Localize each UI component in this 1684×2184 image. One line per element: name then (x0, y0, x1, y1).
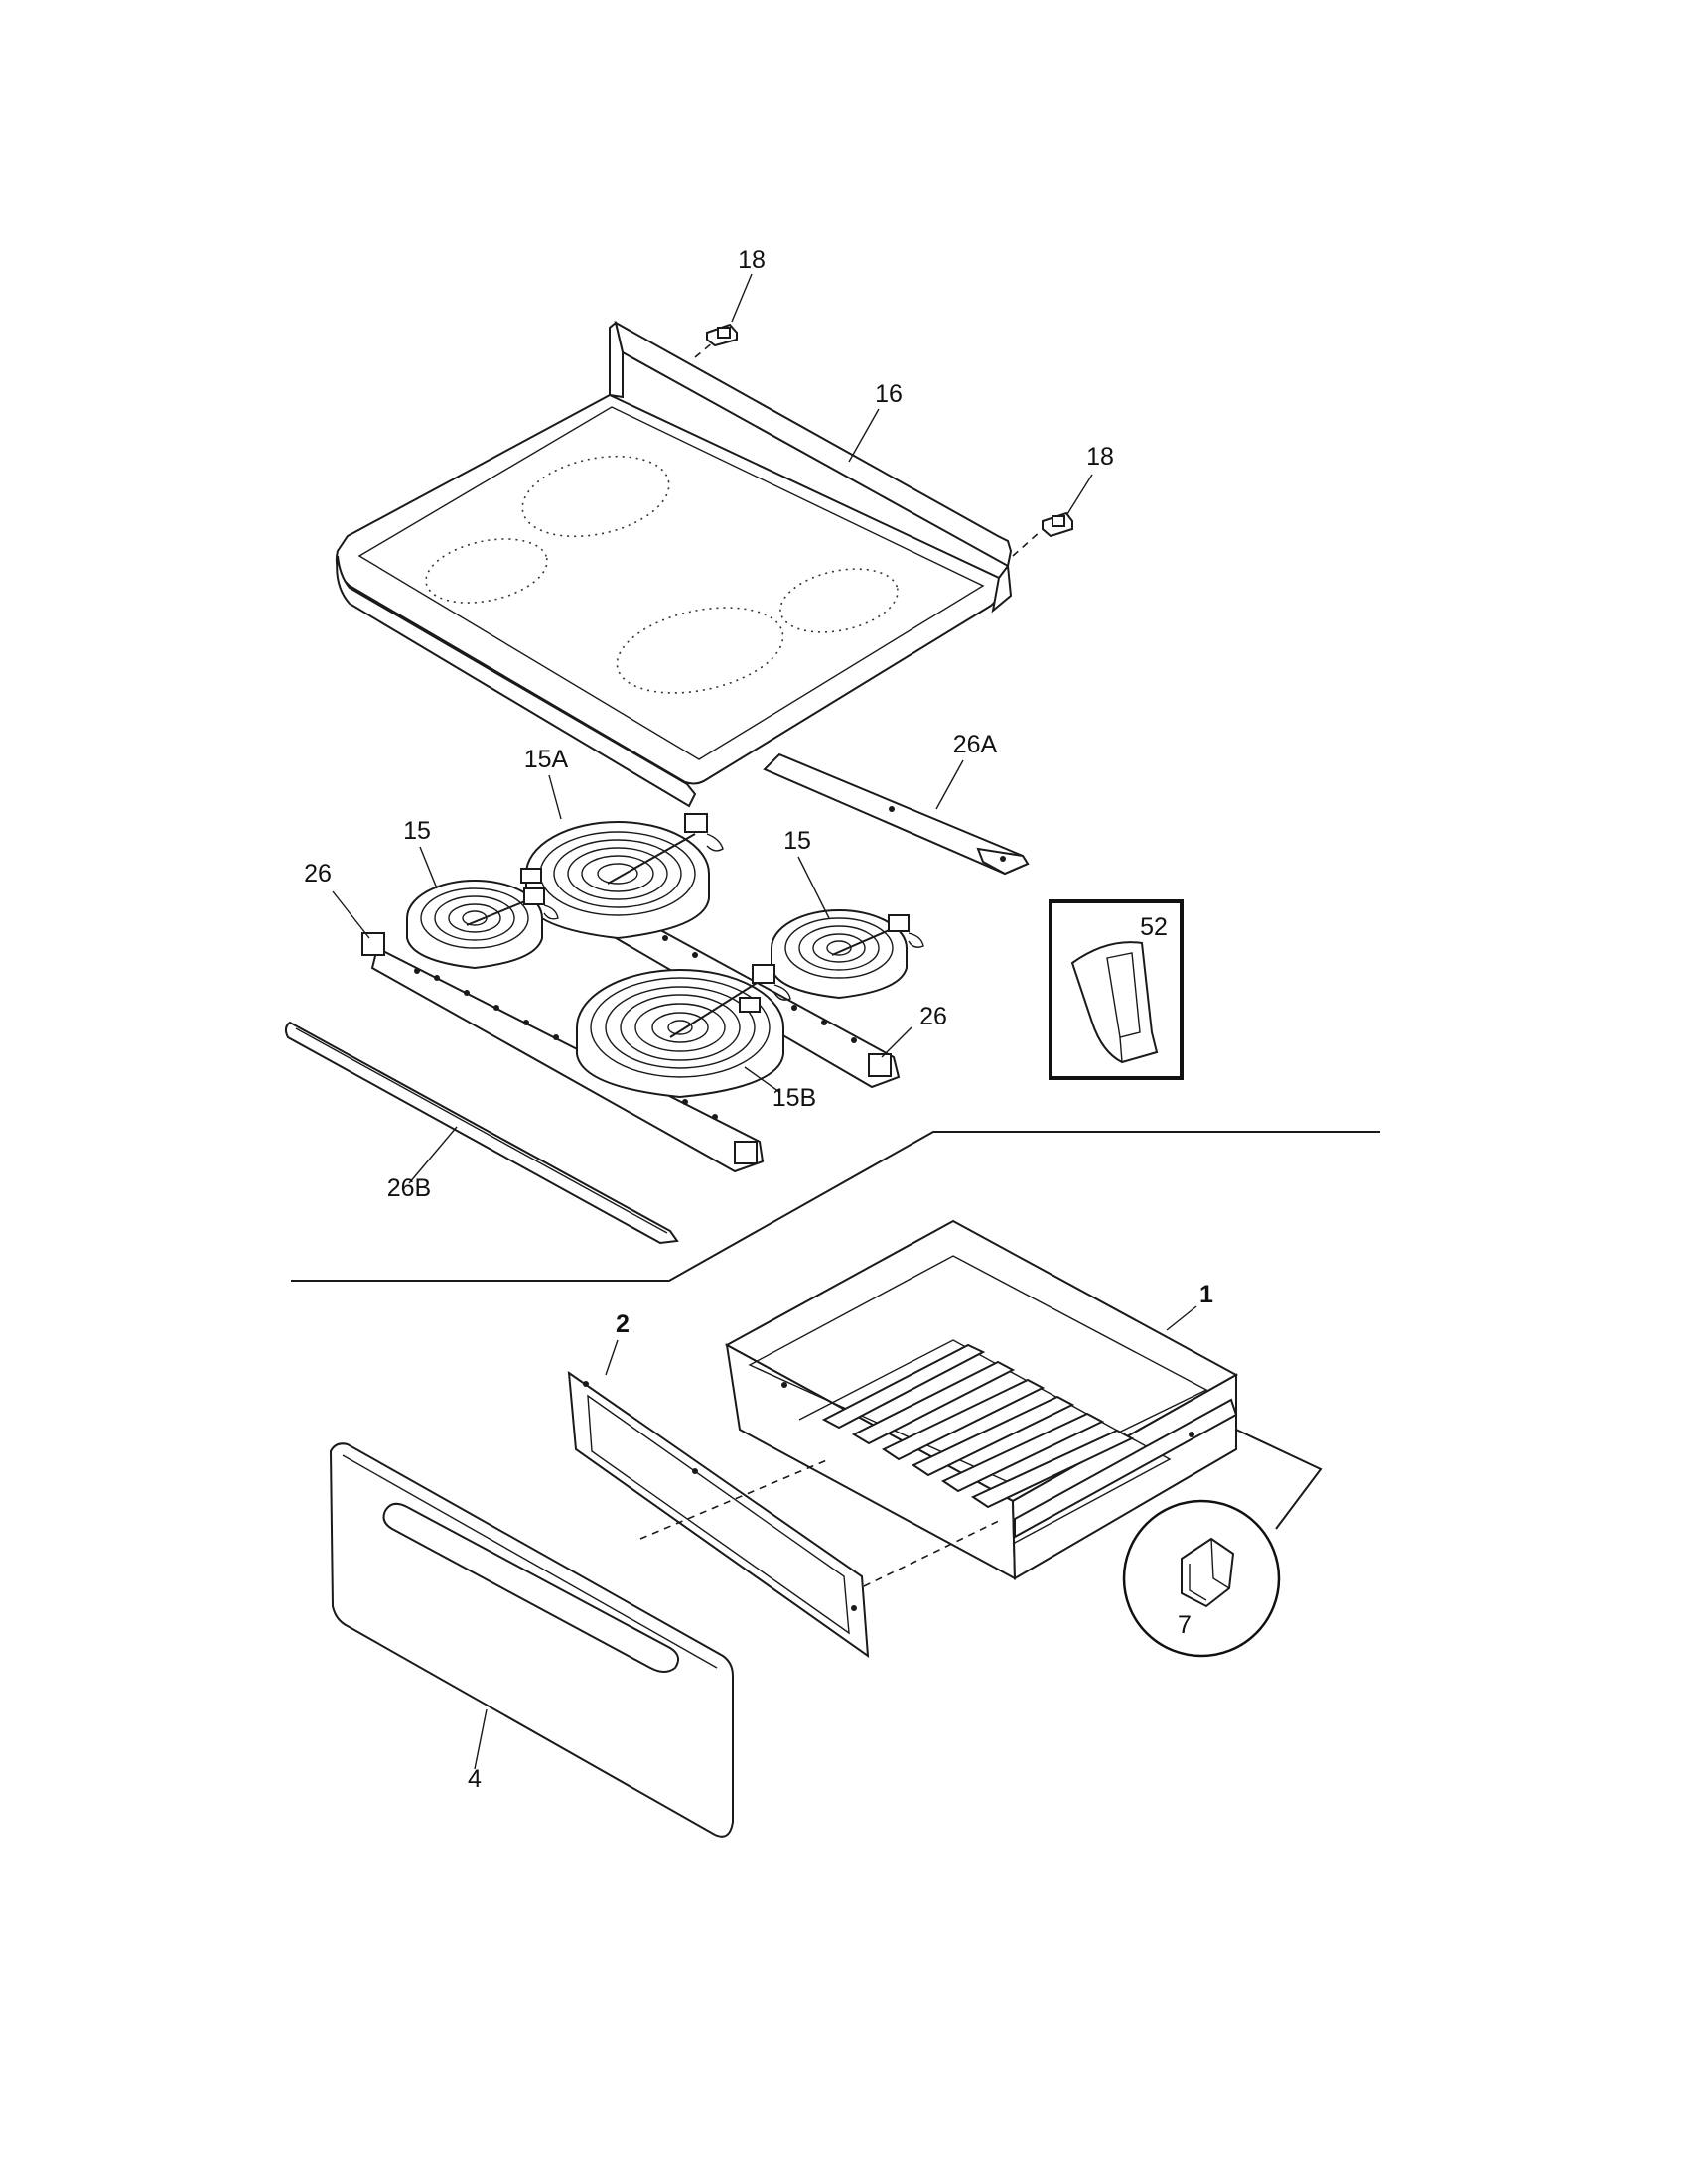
callout-7: 7 (1178, 1611, 1192, 1639)
bracket-26a (763, 752, 1030, 876)
callout-26b: 26B (387, 1174, 431, 1202)
leader-lines (332, 273, 1197, 1770)
callout-15a: 15A (524, 746, 569, 773)
liner-alignment-line-upper (639, 1458, 830, 1540)
callout-18-right: 18 (1086, 443, 1114, 471)
callout-26a: 26A (953, 731, 998, 758)
inset-box-52 (1049, 899, 1184, 1080)
bracket-26b (284, 1021, 679, 1245)
drawer-front-liner (567, 1370, 870, 1659)
element-15-left (406, 880, 559, 970)
callout-26-right: 26 (919, 1003, 947, 1030)
drawer-glide-inset-7 (1122, 1429, 1323, 1658)
drawer-front-panel (329, 1442, 734, 1838)
element-15b (576, 964, 791, 1099)
callout-1: 1 (1199, 1281, 1213, 1308)
callout-26-left: 26 (304, 860, 332, 887)
element-15a (520, 813, 724, 940)
element-15-right (771, 909, 924, 1000)
callout-4: 4 (468, 1765, 482, 1793)
callout-15b: 15B (772, 1084, 816, 1112)
callout-18-left: 18 (738, 246, 766, 274)
top-hinge-left (694, 323, 738, 358)
callout-15-left: 15 (403, 817, 431, 845)
callout-15-right: 15 (783, 827, 811, 855)
top-hinge-right (1012, 511, 1073, 557)
callout-52: 52 (1140, 913, 1168, 941)
section-divider (291, 1131, 1380, 1282)
cooktop-glass-top (335, 321, 1013, 808)
drawer-box (724, 1219, 1239, 1580)
callout-16: 16 (875, 380, 903, 408)
callout-2: 2 (616, 1310, 630, 1338)
